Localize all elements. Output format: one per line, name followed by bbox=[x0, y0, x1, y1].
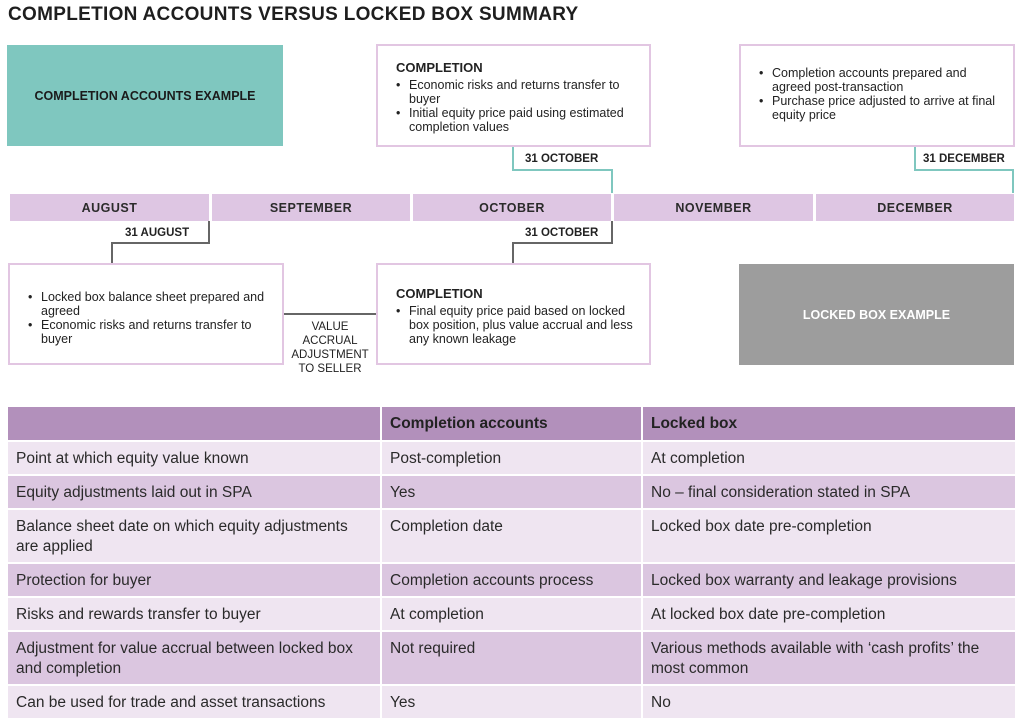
month-december: DECEMBER bbox=[816, 194, 1014, 221]
date-label-top-october: 31 OCTOBER bbox=[525, 153, 599, 165]
grey-connector-october-horizontal bbox=[512, 242, 613, 244]
table-cell-completion-accounts: Post-completion bbox=[381, 440, 643, 475]
table-header-row: Completion accounts Locked box bbox=[8, 407, 1015, 441]
grey-connector-august-horizontal bbox=[111, 242, 210, 244]
table-row: Point at which equity value known Post-c… bbox=[8, 440, 1015, 475]
table-cell-locked-box: Various methods available with ‘cash pro… bbox=[642, 630, 1015, 685]
teal-connector-december-vertical-b bbox=[1012, 169, 1014, 193]
value-accrual-connector bbox=[284, 313, 376, 315]
date-label-bottom-august: 31 AUGUST bbox=[125, 227, 190, 239]
summary-table: Completion accounts Locked box Point at … bbox=[8, 407, 1015, 718]
page-title: COMPLETION ACCOUNTS VERSUS LOCKED BOX SU… bbox=[8, 4, 579, 25]
bullet-item: Purchase price adjusted to arrive at fin… bbox=[759, 94, 1003, 122]
month-september: SEPTEMBER bbox=[212, 194, 410, 221]
month-august: AUGUST bbox=[10, 194, 209, 221]
grey-connector-october-vertical-a bbox=[611, 221, 613, 243]
table-cell-locked-box: Locked box warranty and leakage provisio… bbox=[642, 562, 1015, 597]
table-cell-locked-box: At completion bbox=[642, 440, 1015, 475]
table-cell-completion-accounts: Yes bbox=[381, 684, 643, 718]
bottom-left-box: Locked box balance sheet prepared and ag… bbox=[8, 263, 284, 365]
table-header-locked-box: Locked box bbox=[642, 407, 1015, 441]
completion-accounts-example-label: COMPLETION ACCOUNTS EXAMPLE bbox=[34, 88, 256, 103]
top-completion-box: COMPLETION Economic risks and returns tr… bbox=[376, 44, 651, 147]
table-row: Can be used for trade and asset transact… bbox=[8, 684, 1015, 718]
teal-connector-october-vertical-a bbox=[512, 147, 514, 170]
table-row: Risks and rewards transfer to buyer At c… bbox=[8, 596, 1015, 631]
table-cell-locked-box: No – final consideration stated in SPA bbox=[642, 474, 1015, 509]
grey-connector-august-vertical-a bbox=[208, 221, 210, 243]
table-cell-feature: Risks and rewards transfer to buyer bbox=[8, 596, 382, 631]
bullet-item: Final equity price paid based on locked … bbox=[396, 304, 639, 346]
table-cell-locked-box: At locked box date pre-completion bbox=[642, 596, 1015, 631]
top-right-box: Completion accounts prepared and agreed … bbox=[739, 44, 1015, 147]
month-october: OCTOBER bbox=[413, 194, 611, 221]
table-cell-locked-box: Locked box date pre-completion bbox=[642, 508, 1015, 563]
table-cell-completion-accounts: Completion accounts process bbox=[381, 562, 643, 597]
table-cell-feature: Balance sheet date on which equity adjus… bbox=[8, 508, 382, 563]
top-completion-heading: COMPLETION bbox=[396, 60, 483, 75]
bullet-item: Economic risks and returns transfer to b… bbox=[28, 318, 274, 346]
bullet-item: Initial equity price paid using estimate… bbox=[396, 106, 639, 134]
teal-connector-october-vertical-b bbox=[611, 169, 613, 193]
bullet-item: Completion accounts prepared and agreed … bbox=[759, 66, 1003, 94]
teal-connector-december-vertical-a bbox=[914, 147, 916, 170]
table-header-feature bbox=[8, 407, 382, 441]
table-cell-feature: Protection for buyer bbox=[8, 562, 382, 597]
table-row: Protection for buyer Completion accounts… bbox=[8, 562, 1015, 597]
bottom-completion-heading: COMPLETION bbox=[396, 286, 483, 301]
table-row: Adjustment for value accrual between loc… bbox=[8, 630, 1015, 685]
top-completion-bullets: Economic risks and returns transfer to b… bbox=[396, 78, 639, 134]
table-cell-completion-accounts: At completion bbox=[381, 596, 643, 631]
teal-connector-october-horizontal bbox=[512, 169, 613, 171]
teal-connector-december-horizontal bbox=[914, 169, 1014, 171]
bullet-item: Locked box balance sheet prepared and ag… bbox=[28, 290, 274, 318]
bottom-completion-bullets: Final equity price paid based on locked … bbox=[396, 304, 639, 346]
grey-connector-august-vertical-b bbox=[111, 242, 113, 263]
bottom-completion-box: COMPLETION Final equity price paid based… bbox=[376, 263, 651, 365]
table-cell-completion-accounts: Yes bbox=[381, 474, 643, 509]
table-cell-feature: Equity adjustments laid out in SPA bbox=[8, 474, 382, 509]
value-accrual-label: VALUE ACCRUAL ADJUSTMENT TO SELLER bbox=[291, 321, 369, 375]
locked-box-example-label: LOCKED BOX EXAMPLE bbox=[802, 307, 951, 322]
bottom-left-bullets: Locked box balance sheet prepared and ag… bbox=[28, 290, 274, 346]
table-header-completion-accounts: Completion accounts bbox=[381, 407, 643, 441]
top-right-bullets: Completion accounts prepared and agreed … bbox=[759, 66, 1003, 122]
date-label-top-december: 31 DECEMBER bbox=[923, 153, 1005, 165]
table-cell-completion-accounts: Completion date bbox=[381, 508, 643, 563]
table-cell-feature: Adjustment for value accrual between loc… bbox=[8, 630, 382, 685]
month-november: NOVEMBER bbox=[614, 194, 813, 221]
date-label-bottom-october: 31 OCTOBER bbox=[525, 227, 599, 239]
table-cell-locked-box: No bbox=[642, 684, 1015, 718]
locked-box-example-tile: LOCKED BOX EXAMPLE bbox=[739, 264, 1014, 365]
table-cell-completion-accounts: Not required bbox=[381, 630, 643, 685]
bullet-item: Economic risks and returns transfer to b… bbox=[396, 78, 639, 106]
completion-accounts-example-tile: COMPLETION ACCOUNTS EXAMPLE bbox=[7, 45, 283, 146]
grey-connector-october-vertical-b bbox=[512, 242, 514, 263]
table-cell-feature: Can be used for trade and asset transact… bbox=[8, 684, 382, 718]
table-row: Equity adjustments laid out in SPA Yes N… bbox=[8, 474, 1015, 509]
table-cell-feature: Point at which equity value known bbox=[8, 440, 382, 475]
table-row: Balance sheet date on which equity adjus… bbox=[8, 508, 1015, 563]
